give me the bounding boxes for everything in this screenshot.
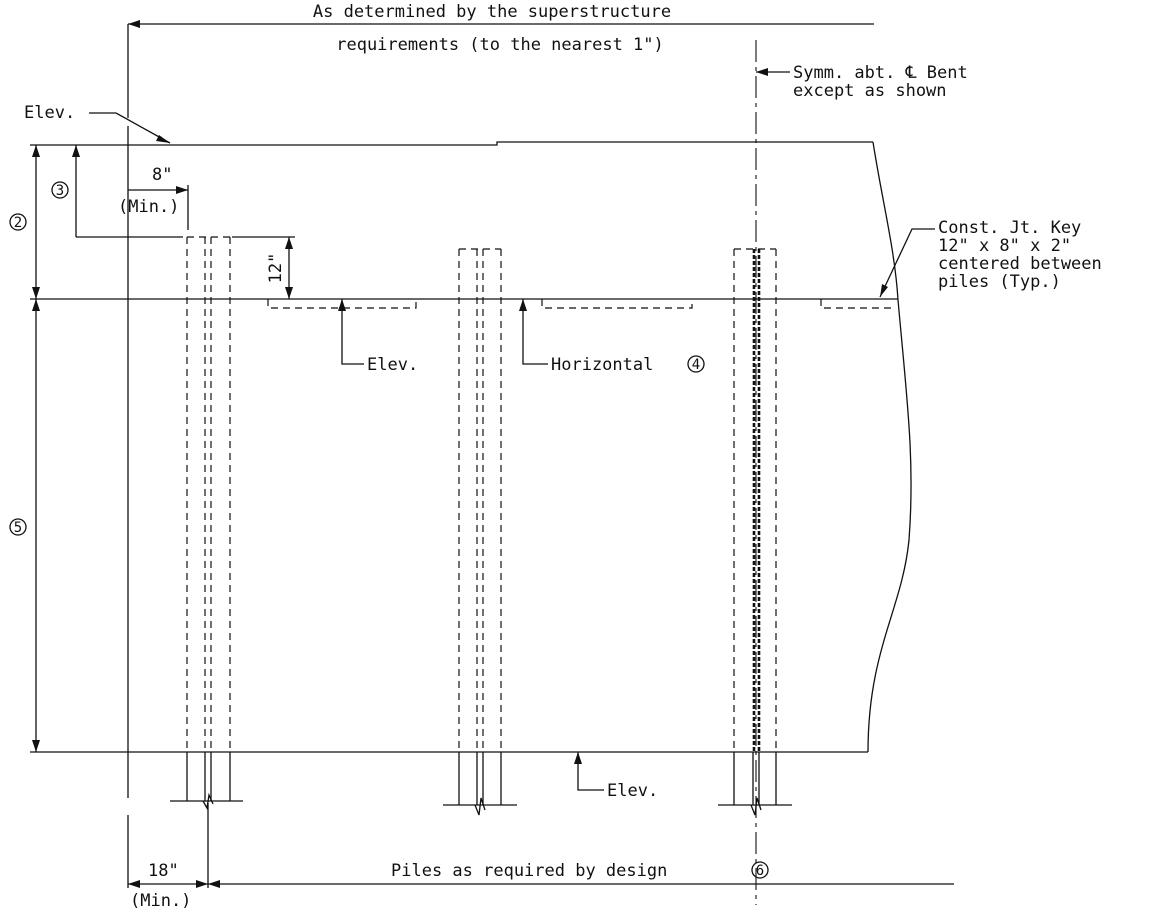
min-edge-value: 8" bbox=[152, 165, 172, 185]
bottom-dim-value: 18" bbox=[148, 861, 179, 881]
pile-left bbox=[170, 236, 243, 810]
piles-note: Piles as required by design bbox=[391, 861, 667, 881]
const-jt-key-line4: piles (Typ.) bbox=[938, 272, 1061, 292]
callout-3: 3 bbox=[51, 181, 69, 199]
bottom-elev-label: Elev. bbox=[607, 781, 658, 801]
svg-text:3: 3 bbox=[56, 183, 64, 199]
callout-5: 5 bbox=[9, 518, 27, 536]
bent-cap-outline bbox=[30, 126, 912, 888]
embedment-dimension: 12" bbox=[232, 236, 295, 299]
embedment-value: 12" bbox=[266, 253, 286, 284]
svg-text:6: 6 bbox=[756, 863, 764, 879]
callout-6: 6 bbox=[751, 861, 769, 879]
bottom-elevation-callout: Elev. bbox=[574, 752, 658, 801]
top-elev-label: Elev. bbox=[24, 103, 75, 123]
left-dimensions bbox=[32, 145, 183, 752]
horizontal-label: Horizontal bbox=[551, 355, 653, 375]
pile-centerline bbox=[718, 248, 792, 816]
bottom-dim-note: (Min.) bbox=[130, 891, 191, 911]
top-elevation-callout: Elev. bbox=[24, 103, 171, 144]
symmetry-note-line2: except as shown bbox=[793, 81, 947, 101]
min-edge-distance-dimension: 8" (Min.) bbox=[118, 165, 189, 230]
svg-text:2: 2 bbox=[14, 215, 22, 231]
pile-middle bbox=[443, 248, 517, 816]
svg-text:4: 4 bbox=[692, 357, 700, 373]
top-dim-text-line1: As determined by the superstructure bbox=[313, 2, 671, 22]
joint-elevation-callout: Elev. bbox=[338, 299, 418, 375]
const-jt-key-line3: centered between bbox=[938, 254, 1102, 274]
bent-centerline: Symm. abt. ℄ Bent except as shown bbox=[755, 40, 968, 905]
const-jt-key-line1: Const. Jt. Key bbox=[938, 218, 1081, 238]
min-edge-note: (Min.) bbox=[118, 197, 179, 217]
const-jt-key-line2: 12" x 8" x 2" bbox=[938, 236, 1071, 256]
horizontal-callout: Horizontal bbox=[519, 299, 653, 375]
symmetry-note-line1: Symm. abt. ℄ Bent bbox=[793, 63, 968, 83]
construction-joint-keys bbox=[267, 299, 896, 309]
const-jt-key-note: Const. Jt. Key 12" x 8" x 2" centered be… bbox=[879, 218, 1102, 298]
callout-2: 2 bbox=[9, 213, 27, 231]
joint-elev-label: Elev. bbox=[367, 355, 418, 375]
top-dimension: As determined by the superstructure requ… bbox=[127, 2, 874, 118]
bottom-dimension: 18" (Min.) Piles as required by design bbox=[128, 803, 954, 911]
top-dim-text-line2: requirements (to the nearest 1") bbox=[336, 35, 664, 55]
svg-text:5: 5 bbox=[14, 520, 22, 536]
callout-4: 4 bbox=[687, 355, 705, 373]
